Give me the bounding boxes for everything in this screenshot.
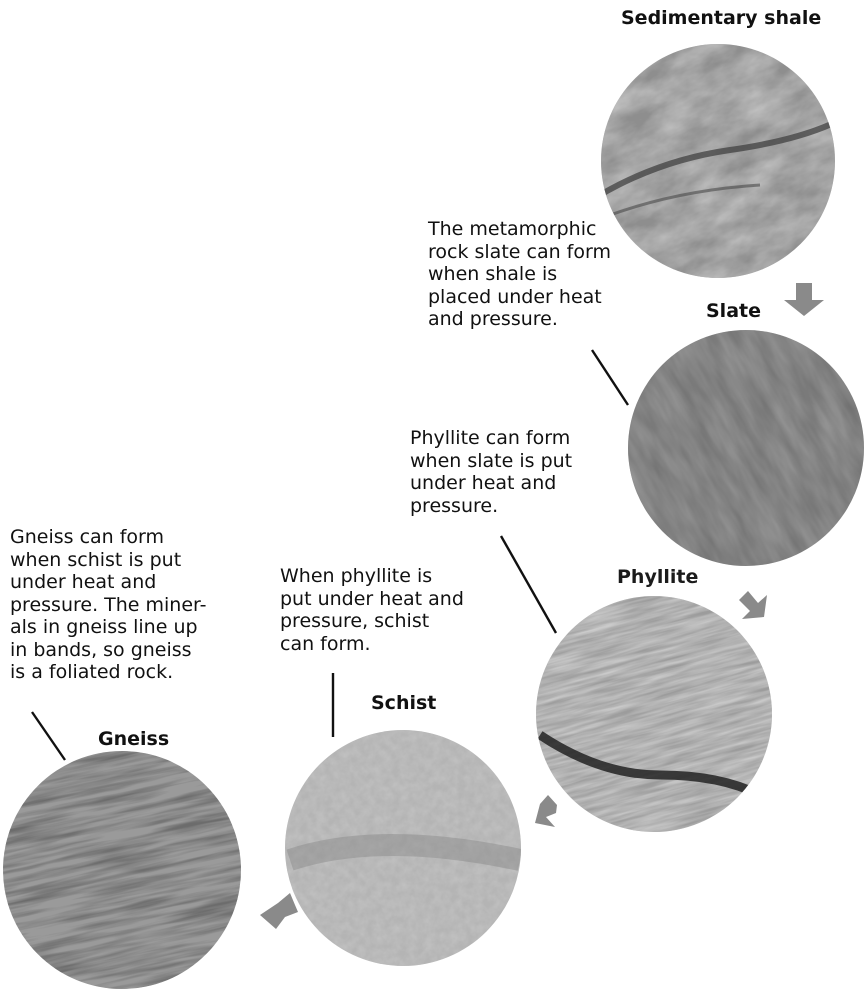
note-line: when slate is put (410, 450, 572, 473)
phyllite-formation-note: Phyllite can form when slate is put unde… (410, 427, 572, 517)
note-line: pressure, schist (280, 610, 464, 633)
slate-formation-note: The metamorphic rock slate can form when… (428, 218, 611, 331)
note-line: can form. (280, 633, 464, 656)
note-line: under heat and (10, 571, 207, 594)
note-line: rock slate can form (428, 241, 611, 264)
note-line: Phyllite can form (410, 427, 572, 450)
phyllite-note-leader-line (501, 536, 556, 633)
note-line: is a foliated rock. (10, 661, 207, 684)
gneiss-sample-image (0, 729, 263, 991)
note-line: when schist is put (10, 549, 207, 572)
note-line: pressure. (410, 495, 572, 518)
phyllite-label: Phyllite (617, 566, 698, 588)
note-line: pressure. The miner- (10, 594, 207, 617)
schist-formation-note: When phyllite is put under heat and pres… (280, 565, 464, 655)
note-line: The metamorphic (428, 218, 611, 241)
arrow-schist-to-gneiss-icon (260, 893, 298, 929)
slate-sample-image (585, 287, 867, 609)
slate-note-leader-line (592, 350, 628, 405)
note-line: placed under heat (428, 286, 611, 309)
note-line: When phyllite is (280, 565, 464, 588)
gneiss-note-leader-line (32, 712, 65, 760)
note-line: when shale is (428, 263, 611, 286)
schist-sample-image (285, 730, 521, 966)
note-line: als in gneiss line up (10, 616, 207, 639)
arrow-slate-to-phyllite-icon (739, 591, 767, 619)
schist-label: Schist (371, 692, 436, 714)
note-line: put under heat and (280, 588, 464, 611)
slate-label: Slate (706, 300, 761, 322)
gneiss-formation-note: Gneiss can form when schist is put under… (10, 526, 207, 684)
note-line: Gneiss can form (10, 526, 207, 549)
arrow-shale-to-slate-icon (784, 283, 824, 316)
gneiss-label: Gneiss (98, 728, 169, 750)
note-line: in bands, so gneiss (10, 639, 207, 662)
shale-label: Sedimentary shale (621, 7, 821, 29)
note-line: and pressure. (428, 308, 611, 331)
arrow-phyllite-to-schist-icon (535, 795, 557, 827)
note-line: under heat and (410, 472, 572, 495)
